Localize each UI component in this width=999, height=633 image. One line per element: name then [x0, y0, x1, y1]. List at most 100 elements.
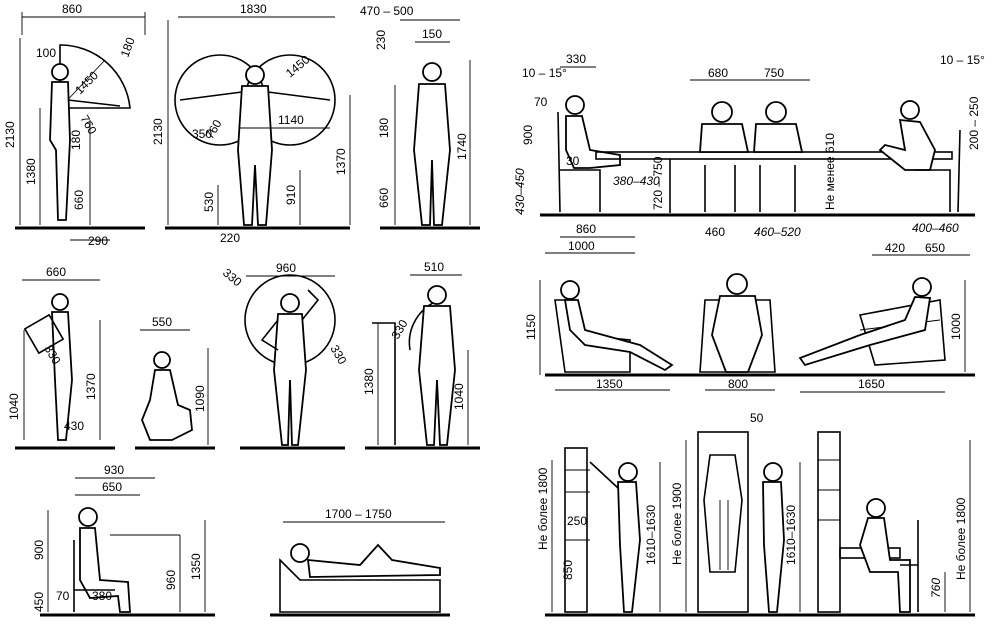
dim-800: 800 [728, 377, 748, 391]
dim-930: 930 [104, 463, 124, 477]
person-body-lounge3 [798, 296, 932, 367]
person-head [427, 285, 447, 305]
dim-1090: 1090 [193, 385, 207, 412]
dim-max1800-b: Не более 1800 [954, 497, 968, 580]
dim-290: 290 [88, 234, 108, 248]
dim-230: 230 [374, 30, 388, 50]
dim-530: 530 [202, 192, 216, 212]
person-body-lounge1 [563, 299, 674, 372]
dim-1700-1750: 1700 – 1750 [325, 507, 392, 521]
dim-960: 960 [276, 261, 296, 275]
dim-650: 650 [102, 480, 122, 494]
person-body [237, 85, 273, 226]
dim-1040: 1040 [7, 393, 21, 420]
dim-100: 100 [36, 46, 56, 60]
dim-860: 860 [576, 222, 596, 236]
dim-1370: 1370 [334, 148, 348, 175]
person-body [273, 313, 307, 446]
dim-70: 70 [56, 589, 70, 603]
dim-max1900: Не более 1900 [670, 482, 684, 565]
person-body [49, 81, 71, 221]
dim-660: 660 [46, 265, 66, 279]
dim-200-250: 200 – 250 [967, 96, 981, 150]
person-body-lounge2 [711, 295, 763, 373]
dim-1450: 1450 [72, 68, 101, 97]
dim-750: 750 [764, 66, 784, 80]
dim-330-right: 330 [327, 343, 349, 368]
dim-1370: 1370 [84, 373, 98, 400]
panel-lying: 1700 – 1750 [270, 507, 450, 617]
panel-seated: 930 650 900 450 70 380 960 1350 [32, 463, 215, 617]
dim-1000: 1000 [568, 239, 595, 253]
dim-1380: 1380 [362, 368, 376, 395]
dim-min610: Не менее 610 [823, 133, 837, 210]
dim-1610-b: 1610–1630 [784, 505, 798, 565]
dim-450: 1450 [283, 52, 313, 80]
person-head [245, 65, 265, 85]
dim-460: 460 [705, 225, 725, 239]
person-head [422, 62, 442, 82]
dim-900: 900 [32, 540, 46, 560]
person-head-left [565, 95, 585, 115]
person-head-mid2 [765, 101, 787, 123]
person-body-mid1 [699, 123, 750, 153]
dim-650: 650 [925, 241, 945, 255]
dim-660: 660 [72, 190, 86, 210]
dim-330-left: 330 [220, 266, 245, 290]
dim-250: 250 [567, 514, 587, 528]
dim-angle-right: 10 – 15° [940, 53, 985, 67]
dim-2130: 2130 [151, 118, 165, 145]
dim-1150: 1150 [524, 314, 538, 340]
dim-2130: 2130 [3, 121, 17, 148]
dim-720-750: 720 – 750 [651, 156, 665, 210]
dim-angle-left: 10 – 15° [522, 66, 567, 80]
dim-1140: 1140 [278, 113, 304, 127]
dim-1350: 1350 [596, 377, 623, 391]
dim-400-460: 400–460 [912, 221, 959, 235]
person-head-mid1 [711, 101, 733, 123]
panel-standing-side: 860 100 180 1450 760 2130 1380 180 660 2… [3, 2, 146, 248]
person-head-lounge2 [726, 273, 748, 295]
dim-150: 150 [422, 27, 442, 41]
dim-960: 960 [164, 570, 178, 590]
person-body [141, 369, 193, 441]
dim-510: 510 [424, 260, 444, 274]
dim-30: 30 [566, 154, 580, 168]
dim-330: 330 [566, 52, 586, 66]
dim-width: 860 [62, 2, 82, 16]
person-body [413, 83, 451, 226]
person-body [79, 527, 131, 613]
panel-bend: 660 330 1040 1370 430 [7, 265, 115, 450]
dim-910: 910 [284, 185, 298, 205]
dim-330: 330 [388, 317, 410, 342]
dim-1610-a: 1610–1630 [644, 505, 658, 565]
person-head [51, 63, 69, 81]
dim-1350: 1350 [189, 553, 203, 580]
dim-1740: 1740 [455, 133, 469, 160]
person-head-lounge3 [912, 277, 932, 297]
person-body-storage2 [762, 481, 785, 613]
dim-900: 900 [521, 125, 535, 145]
dim-70: 70 [534, 95, 548, 109]
dim-1830: 1830 [240, 2, 267, 16]
person-body [51, 311, 73, 441]
person-head [290, 543, 310, 563]
dim-180-angle: 180 [118, 35, 138, 59]
panel-arms-up: 960 330 330 [220, 261, 350, 450]
dim-550: 550 [152, 315, 172, 329]
dim-380: 380 [92, 589, 112, 603]
person-head-lounge1 [560, 280, 580, 300]
panel-lounge: 1150 1350 800 1000 1650 [524, 273, 975, 393]
person-body [306, 543, 441, 578]
person-head [153, 351, 171, 369]
person-head-storage3 [866, 498, 886, 518]
dim-1040: 1040 [452, 383, 466, 410]
dim-180: 180 [377, 118, 391, 138]
dim-220: 220 [220, 231, 240, 245]
dim-180: 180 [69, 130, 83, 150]
dim-max1800-a: Не более 1800 [536, 467, 550, 550]
dim-430-450: 430–450 [513, 168, 527, 215]
person-body-storage1 [617, 481, 641, 613]
dim-350: 350 [192, 127, 212, 141]
